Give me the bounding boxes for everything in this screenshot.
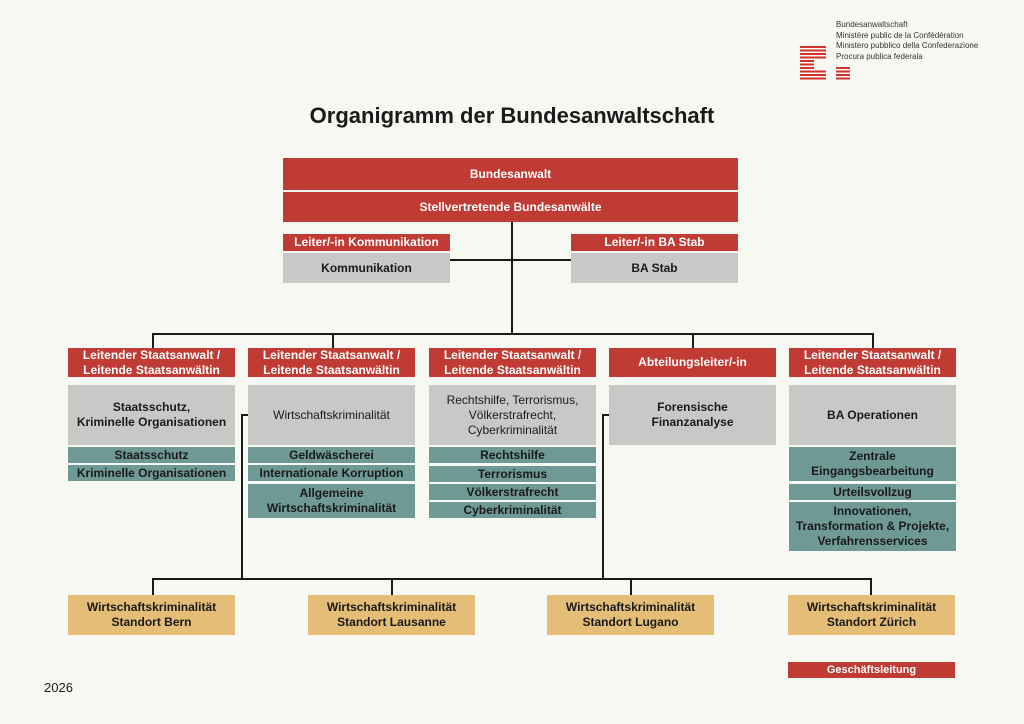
location-lausanne: Wirtschaftskriminalität Standort Lausann… xyxy=(308,595,475,635)
connector xyxy=(450,259,571,261)
division-head: Leitender Staatsanwalt / Leitende Staats… xyxy=(429,348,596,377)
connector xyxy=(511,222,513,333)
legend-geschaeftsleitung: Geschäftsleitung xyxy=(788,662,955,678)
connector xyxy=(241,414,248,416)
logo-mark xyxy=(800,46,850,82)
subunit: Staatsschutz xyxy=(68,447,235,463)
division-unit: BA Operationen xyxy=(789,385,956,445)
division-unit: Forensische Finanzanalyse xyxy=(609,385,776,445)
connector xyxy=(152,333,154,348)
box-deputies: Stellvertretende Bundesanwälte xyxy=(283,192,738,222)
logo-line: Ministero pubblico della Confederazione xyxy=(836,41,979,50)
logo-line: Procura publica federala xyxy=(836,51,923,61)
logo-line: Ministère public de la Confédération xyxy=(836,30,964,40)
logo-line: Bundesanwaltschaft xyxy=(836,20,908,29)
subunit: Zentrale Eingangsbearbeitung xyxy=(789,447,956,481)
subunit: Allgemeine Wirtschaftskriminalität xyxy=(248,484,415,518)
location-lugano: Wirtschaftskriminalität Standort Lugano xyxy=(547,595,714,635)
division-unit: Staatsschutz, Kriminelle Organisationen xyxy=(68,385,235,445)
connector xyxy=(152,333,873,335)
subunit: Geldwäscherei xyxy=(248,447,415,463)
subunit: Cyberkriminalität xyxy=(429,502,596,518)
connector xyxy=(870,578,872,595)
logo-icon xyxy=(800,46,850,80)
division-head: Leitender Staatsanwalt / Leitende Staats… xyxy=(68,348,235,377)
connector xyxy=(391,578,393,595)
subunit: Rechtshilfe xyxy=(429,447,596,463)
page-title: Organigramm der Bundesanwaltschaft xyxy=(309,103,715,128)
division-head: Abteilungsleiter/-in xyxy=(609,348,776,377)
location-bern: Wirtschaftskriminalität Standort Bern xyxy=(68,595,235,635)
division-unit: Rechtshilfe, Terrorismus, Völkerstrafrec… xyxy=(429,385,596,445)
box-ba-stab: BA Stab xyxy=(571,253,738,283)
box-head-ba-stab: Leiter/-in BA Stab xyxy=(571,234,738,251)
connector xyxy=(692,333,694,348)
connector xyxy=(152,578,154,595)
subunit: Urteilsvollzug xyxy=(789,484,956,500)
year-label: 2026 xyxy=(44,680,73,695)
subunit: Völkerstrafrecht xyxy=(429,484,596,500)
connector xyxy=(241,414,243,578)
connector xyxy=(872,333,874,348)
subunit: Kriminelle Organisationen xyxy=(68,465,235,481)
subunit: Internationale Korruption xyxy=(248,465,415,481)
logo-text: Bundesanwaltschaft Ministère public de l… xyxy=(836,20,978,62)
subunit: Innovationen, Transformation & Projekte,… xyxy=(789,502,956,551)
box-kommunikation: Kommunikation xyxy=(283,253,450,283)
subunit: Terrorismus xyxy=(429,466,596,482)
box-head-kommunikation: Leiter/-in Kommunikation xyxy=(283,234,450,251)
connector xyxy=(152,578,871,580)
connector xyxy=(332,333,334,348)
box-bundesanwalt: Bundesanwalt xyxy=(283,158,738,190)
connector xyxy=(630,578,632,595)
division-unit: Wirtschaftskriminalität xyxy=(248,385,415,445)
division-head: Leitender Staatsanwalt / Leitende Staats… xyxy=(789,348,956,377)
division-head: Leitender Staatsanwalt / Leitende Staats… xyxy=(248,348,415,377)
location-zuerich: Wirtschaftskriminalität Standort Zürich xyxy=(788,595,955,635)
connector xyxy=(602,414,609,416)
connector xyxy=(602,414,604,578)
